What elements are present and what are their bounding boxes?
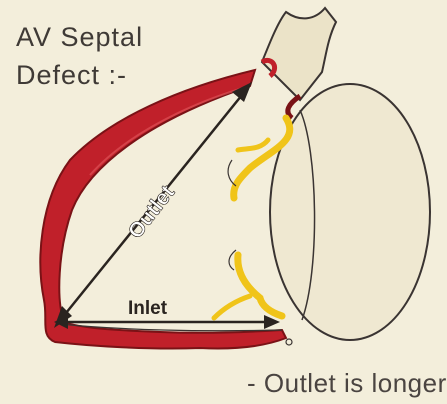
inlet-label: Inlet xyxy=(128,298,168,319)
aortic-outflow-tube xyxy=(262,8,336,100)
conclusion-note: - Outlet is longer xyxy=(247,368,447,399)
atrium-chamber xyxy=(270,84,430,340)
vessel-opening xyxy=(286,339,292,345)
outlet-label: Outlet xyxy=(124,181,179,243)
